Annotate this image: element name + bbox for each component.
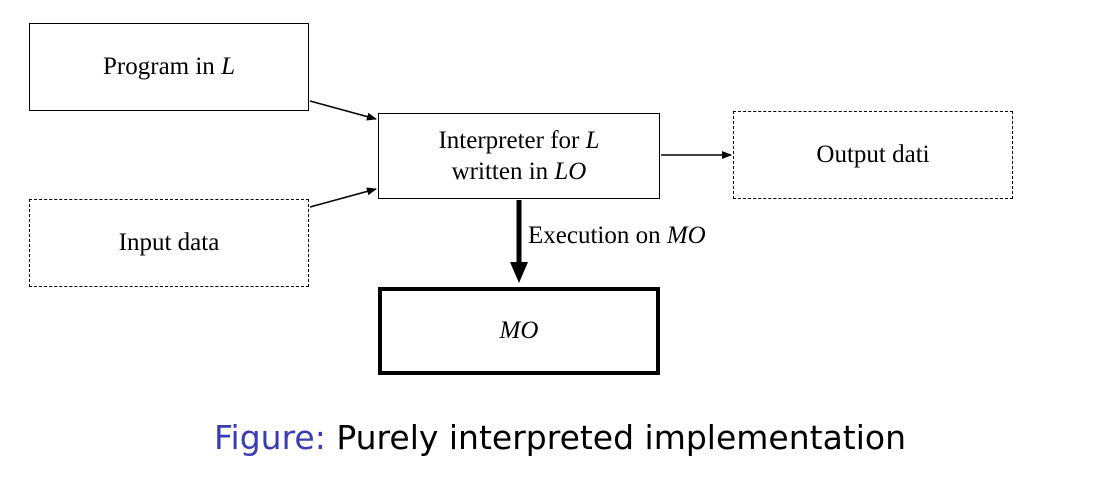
execution-label-text: Execution on xyxy=(528,222,667,249)
program-label: Program in xyxy=(103,53,222,81)
output-data-label: Output dati xyxy=(816,141,930,169)
interpreter-line2: written in xyxy=(451,158,555,185)
interpreter-node: Interpreter for L written in LO xyxy=(378,113,660,199)
machine-node: MO xyxy=(378,287,660,375)
execution-arrow-head xyxy=(510,262,528,283)
input-data-label: Input data xyxy=(118,229,220,257)
interpreter-line2-var: LO xyxy=(554,158,587,185)
program-node: Program in L xyxy=(29,23,309,111)
program-language-var: L xyxy=(221,53,235,81)
input-data-node: Input data xyxy=(29,199,309,287)
execution-label-var: MO xyxy=(666,222,706,249)
caption-text: Purely interpreted implementation xyxy=(325,418,907,457)
output-data-node: Output dati xyxy=(733,111,1013,199)
interpreter-line1-var: L xyxy=(585,126,600,154)
caption-prefix: Figure: xyxy=(213,418,326,457)
program-to-interpreter-arrow xyxy=(309,100,377,121)
input-to-interpreter-arrow xyxy=(309,187,377,208)
interpreter-line1: Interpreter for xyxy=(438,126,586,154)
execution-label: Execution on MO xyxy=(528,222,706,250)
figure-caption: Figure: Purely interpreted implementatio… xyxy=(0,418,1120,457)
machine-label: MO xyxy=(499,317,539,345)
